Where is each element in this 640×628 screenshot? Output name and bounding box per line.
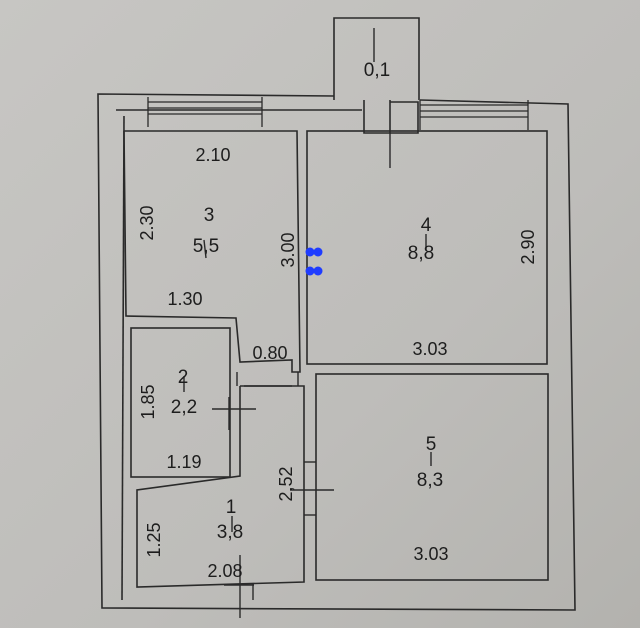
dim-corridor: 2,52 [276, 466, 296, 501]
room-4-area: 8,8 [408, 243, 434, 264]
dim-door-gap: 0.80 [252, 343, 287, 363]
exterior-wall [97, 93, 576, 611]
door-marks [183, 28, 432, 618]
dim-r1-bottom: 2.08 [207, 561, 242, 581]
room-2-outline [130, 327, 231, 478]
dim-r3-bottom: 1.30 [167, 289, 202, 309]
dim-r2-bottom: 1.19 [166, 452, 201, 472]
room-1-area: 3,8 [217, 522, 243, 543]
dim-r2-left: 1.85 [138, 384, 158, 419]
blue-marker-dot [313, 266, 323, 276]
dim-r3-left: 2.30 [137, 205, 157, 240]
room-2-area: 2,2 [171, 397, 197, 418]
room-1-number: 1 [226, 497, 237, 518]
room-3-outline [123, 130, 301, 373]
dim-r4-right: 2.90 [518, 229, 538, 264]
room-4-outline [306, 130, 548, 365]
room-3-number: 3 [204, 205, 215, 226]
dim-r5-bottom: 3.03 [413, 544, 448, 564]
room-4-number: 4 [421, 215, 432, 236]
window-right [419, 100, 529, 130]
balcony-area: 0,1 [364, 60, 390, 81]
blue-marker-dot [305, 247, 315, 257]
blue-marker-dot [313, 247, 323, 257]
blue-marker-dot [305, 266, 315, 276]
room-2-number: 2 [178, 367, 189, 388]
balcony [333, 17, 420, 134]
room-5-number: 5 [426, 434, 437, 455]
dim-r3-top: 2.10 [195, 145, 230, 165]
room-3-area: 5,5 [193, 236, 219, 257]
dim-r3-right: 3.00 [278, 232, 298, 267]
room-5-outline [315, 373, 549, 581]
dim-r4-bottom: 3.03 [412, 339, 447, 359]
window-left [147, 97, 263, 127]
blue-markers [305, 247, 323, 276]
room-1-outline [136, 385, 305, 588]
room-5-area: 8,3 [417, 470, 443, 491]
dim-r1-left: 1.25 [144, 522, 164, 557]
